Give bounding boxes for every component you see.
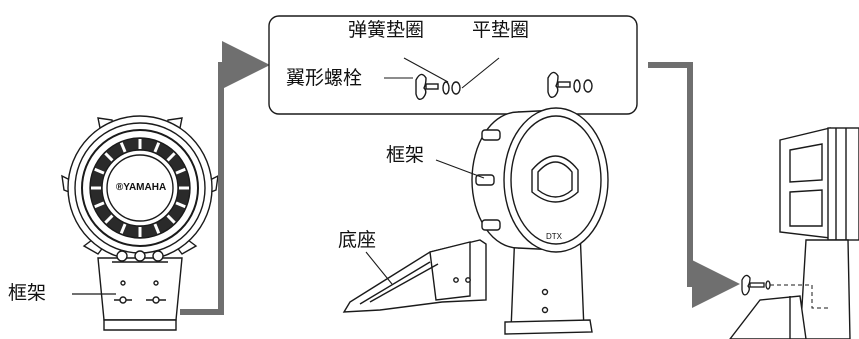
ring-segment-divider <box>175 201 186 209</box>
ring-segment-divider <box>175 167 186 175</box>
ring-segment-divider <box>104 152 114 162</box>
leader-spring-washer <box>403 57 449 83</box>
callout-box <box>268 15 638 115</box>
label-flat-washer: 平垫圈 <box>472 19 530 41</box>
ring-segment-divider <box>94 167 105 175</box>
arrow-to-callout <box>180 41 270 315</box>
base-bracket <box>342 239 487 313</box>
side-wing-bolt-icon <box>741 274 771 296</box>
ring-segment-divider <box>94 201 105 209</box>
label-wing-bolt: 翼形螺栓 <box>286 67 363 89</box>
center-pad-stand <box>471 107 609 335</box>
label-frame-left: 框架 <box>8 282 47 304</box>
arrow-to-right-view <box>648 62 740 308</box>
ring-segment-divider <box>119 142 127 153</box>
right-side-view <box>729 127 859 339</box>
ring-segment-divider <box>153 142 161 153</box>
label-spring-washer: 弹簧垫圈 <box>348 19 425 41</box>
wing-bolt-icon <box>415 73 461 101</box>
dtx-logo: DTX <box>546 232 562 241</box>
label-base: 底座 <box>338 229 377 251</box>
ring-segment-divider <box>119 223 127 234</box>
wing-bolt-set-icon <box>547 71 593 99</box>
label-frame-center: 框架 <box>386 144 425 166</box>
leader-base <box>365 251 393 285</box>
ring-segment-divider <box>104 214 114 224</box>
left-pad-ring-segments <box>91 139 189 237</box>
bolt-path-dashed <box>770 284 828 309</box>
ring-segment-divider <box>166 152 176 162</box>
ring-segment-divider <box>153 223 161 234</box>
yamaha-logo: ®YAMAHA <box>115 182 167 193</box>
ring-segment-divider <box>166 214 176 224</box>
leader-frame-center <box>435 159 485 179</box>
leader-flat-washer <box>461 57 500 89</box>
